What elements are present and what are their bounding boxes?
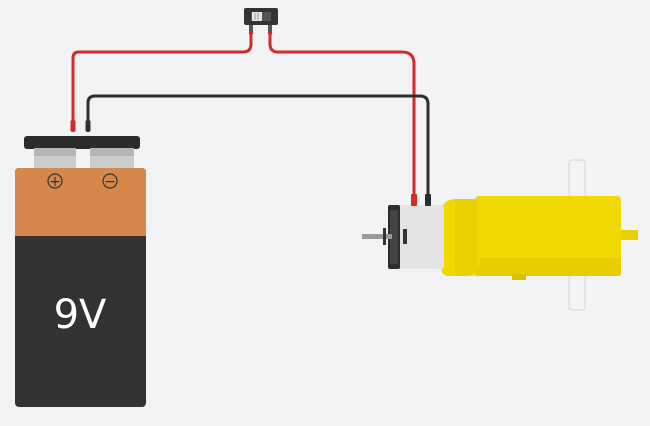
battery-voltage-label: 9V [54, 292, 107, 338]
minus-symbol: − [104, 174, 116, 190]
motor-can [394, 205, 444, 269]
battery-cap [24, 136, 140, 149]
motor-terminal-red[interactable] [411, 194, 417, 206]
gearbox-axle-stub [620, 230, 638, 240]
wires [70, 30, 430, 197]
battery-negative-pin [85, 120, 91, 132]
battery-9v[interactable]: + − 9V [15, 136, 146, 407]
battery-label [15, 168, 146, 236]
switch-pin-right [268, 25, 272, 33]
switch-slider[interactable] [252, 12, 262, 21]
switch-pin-left [249, 25, 253, 33]
gearbox-housing [475, 196, 621, 276]
positive-wire-switch-to-motor[interactable] [268, 30, 416, 197]
negative-wire-battery-to-motor[interactable] [86, 94, 430, 197]
slide-switch[interactable] [244, 8, 278, 36]
positive-wire-battery-to-switch[interactable] [71, 30, 253, 124]
plus-symbol-circle [47, 173, 63, 189]
minus-symbol-circle [102, 173, 118, 189]
motor-terminal-black[interactable] [425, 194, 431, 206]
plus-symbol: + [49, 174, 61, 190]
gear-motor[interactable] [362, 159, 638, 311]
battery-positive-pin [70, 120, 76, 132]
motor-shaft [362, 234, 392, 239]
